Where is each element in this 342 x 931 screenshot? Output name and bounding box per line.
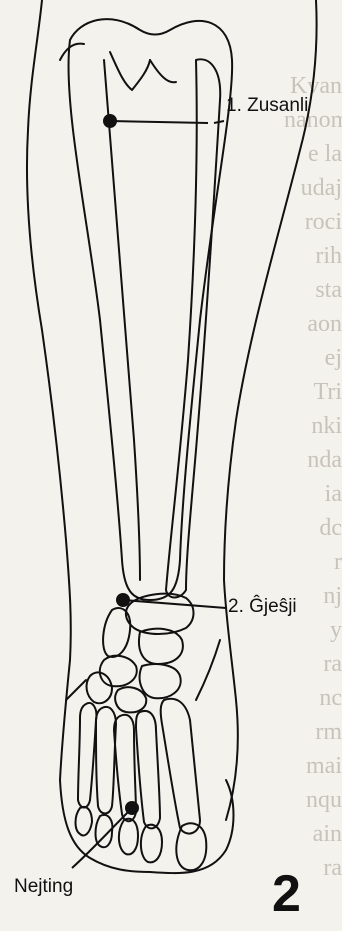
tibia-bone bbox=[68, 19, 232, 600]
label-zusanli: 1. Zusanli bbox=[226, 95, 308, 117]
figure-number: 2 bbox=[272, 868, 301, 920]
label-nejting: Nejting bbox=[14, 876, 73, 898]
leg-outline-right bbox=[224, 0, 317, 820]
zusanli-leader-line bbox=[110, 121, 224, 123]
nejting-leader-line bbox=[72, 808, 132, 868]
fibula-bone bbox=[166, 59, 220, 597]
label-gjesji: 2. Ĝjeŝji bbox=[228, 596, 297, 618]
gjesji-leader-line bbox=[123, 600, 226, 608]
leg-outline-left bbox=[27, 0, 71, 780]
